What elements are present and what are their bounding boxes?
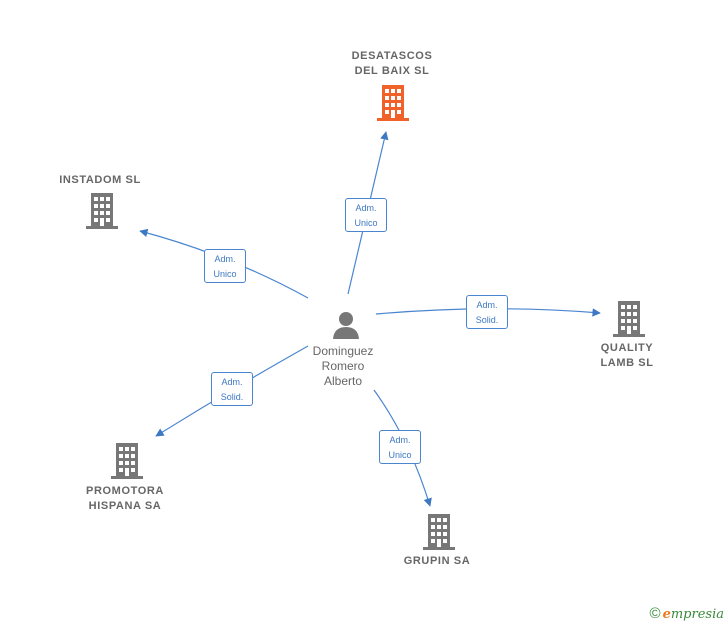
company-name-line: INSTADOM SL [59, 174, 141, 186]
brand-logo[interactable]: ©empresia [650, 605, 724, 622]
building-icon[interactable] [111, 443, 143, 484]
company-name-line: HISPANA SA [88, 500, 162, 512]
company-label-grupin[interactable]: GRUPIN SA [404, 554, 471, 569]
building-icon[interactable] [423, 514, 455, 555]
company-label-desatascos[interactable]: DESATASCOS DEL BAIX SL [352, 49, 433, 79]
relation-label-line: Solid. [220, 392, 244, 402]
relation-label-line: Unico [388, 450, 412, 460]
relation-label-line: Adm. [355, 203, 377, 213]
relation-label-instadom: Adm. Unico [204, 249, 246, 283]
company-name-line: QUALITY [600, 342, 654, 354]
company-label-promotora[interactable]: PROMOTORA HISPANA SA [86, 484, 164, 514]
person-icon[interactable] [331, 309, 361, 339]
company-name-line: DEL BAIX SL [354, 65, 430, 77]
relation-label-promotora: Adm. Solid. [211, 372, 253, 406]
brand-name: mpresia [670, 607, 724, 622]
building-icon[interactable] [613, 301, 645, 342]
copyright-symbol: © [649, 605, 661, 622]
relation-label-line: Adm. [221, 377, 243, 387]
relation-label-desatascos: Adm. Unico [345, 198, 387, 232]
person-name[interactable]: Dominguez Romero Alberto [313, 344, 374, 389]
relation-label-quality: Adm. Solid. [466, 295, 508, 329]
relation-label-line: Solid. [475, 315, 499, 325]
company-name-line: DESATASCOS [351, 50, 433, 62]
company-name-line: PROMOTORA [86, 485, 164, 497]
person-name-line-1: Dominguez [312, 344, 374, 358]
building-icon[interactable] [377, 85, 409, 126]
company-label-quality[interactable]: QUALITY LAMB SL [600, 341, 653, 371]
relation-label-line: Adm. [476, 300, 498, 310]
relation-label-line: Unico [213, 269, 237, 279]
relation-label-line: Adm. [214, 254, 236, 264]
building-icon[interactable] [86, 193, 118, 234]
relation-label-line: Adm. [389, 435, 411, 445]
relation-label-grupin: Adm. Unico [379, 430, 421, 464]
company-name-line: LAMB SL [600, 357, 654, 369]
company-label-instadom[interactable]: INSTADOM SL [59, 173, 141, 188]
relation-label-line: Unico [354, 218, 378, 228]
brand-e-letter: e [662, 607, 671, 622]
person-name-line-2: Romero [321, 359, 365, 373]
company-name-line: GRUPIN SA [403, 555, 471, 567]
person-name-line-3: Alberto [323, 374, 363, 388]
